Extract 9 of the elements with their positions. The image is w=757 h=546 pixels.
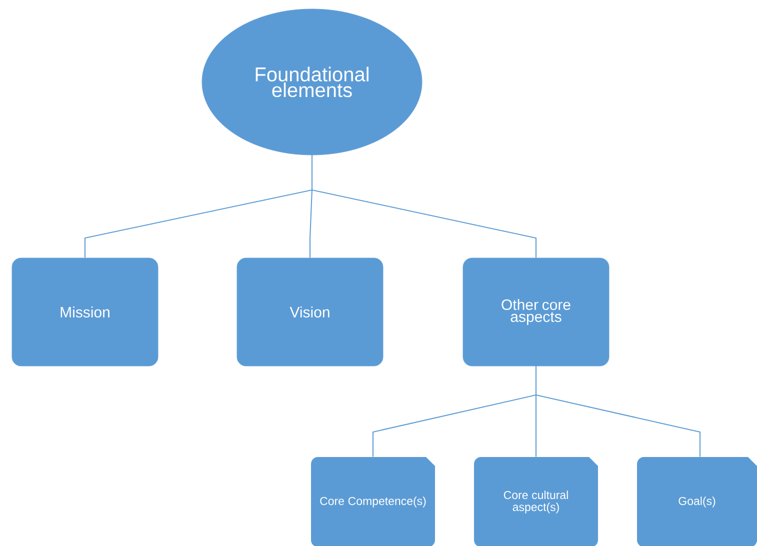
snipped-corner-box: Core cultural aspect(s) (474, 457, 598, 546)
rounded-box: Other core aspects (462, 258, 610, 366)
connector-line (312, 154, 536, 258)
ellipse-node: Foundational elements (202, 8, 422, 156)
snipped-corner-box: Core Competence(s) (311, 457, 435, 546)
rounded-box: Mission (12, 258, 158, 366)
connector-line (536, 366, 700, 458)
snipped-corner-box: Goal(s) (637, 457, 757, 546)
rounded-box: Vision (236, 258, 384, 366)
